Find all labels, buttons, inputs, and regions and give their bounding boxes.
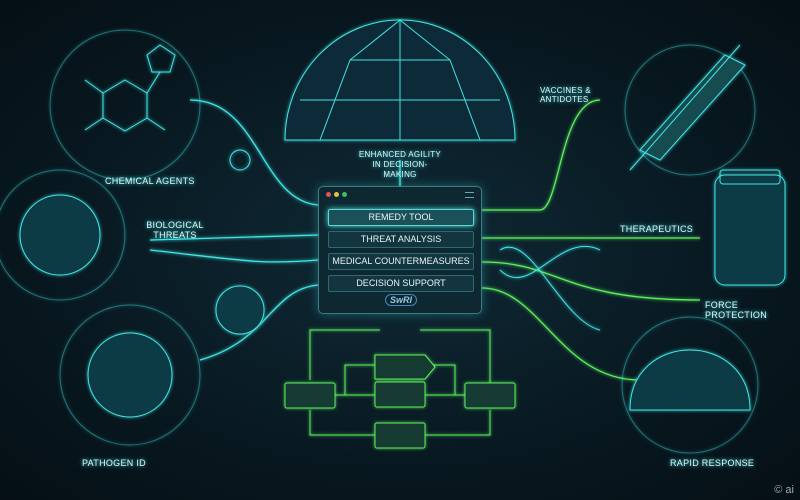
label-rapid-response: Rapid Response	[670, 458, 755, 468]
label-force-protection: Force Protection	[705, 300, 768, 320]
chemical-agents-graphic	[49, 29, 201, 181]
remedy-tool-button[interactable]: Remedy Tool	[328, 209, 474, 226]
remedy-tool-window: Remedy Tool Threat Analysis Medical Coun…	[318, 186, 482, 314]
label-biological-threats: Biological Threats	[146, 220, 204, 240]
threat-analysis-button[interactable]: Threat Analysis	[328, 231, 474, 248]
swri-logo: SwRI	[385, 294, 418, 306]
syringe-icon	[624, 44, 756, 176]
maximize-dot[interactable]	[342, 192, 347, 197]
hamburger-menu-icon[interactable]	[465, 192, 474, 198]
header-title: Enhanced Agility in Decision-Making	[358, 150, 442, 179]
label-vaccines-antidotes: Vaccines & Antidotes	[540, 86, 591, 104]
biological-threats-virus-icon	[0, 149, 265, 335]
window-controls[interactable]	[326, 192, 347, 197]
helmet-icon	[621, 316, 759, 454]
label-pathogen-id: Pathogen ID	[82, 458, 146, 468]
workflow-flowchart	[284, 329, 516, 449]
connector-lines	[149, 99, 701, 381]
medical-countermeasures-button[interactable]: Medical Countermeasures	[328, 253, 474, 270]
dome-soldiers-graphic	[284, 19, 516, 141]
dna-helix-icon	[499, 245, 601, 331]
close-dot[interactable]	[326, 192, 331, 197]
decision-support-button[interactable]: Decision Support	[328, 275, 474, 292]
watermark: © ai	[774, 484, 794, 496]
label-chemical-agents: Chemical Agents	[105, 176, 195, 186]
pathogen-id-virus-icon	[59, 304, 201, 446]
minimize-dot[interactable]	[334, 192, 339, 197]
medicine-bottle-icon	[714, 169, 786, 286]
label-therapeutics: Therapeutics	[620, 224, 694, 234]
